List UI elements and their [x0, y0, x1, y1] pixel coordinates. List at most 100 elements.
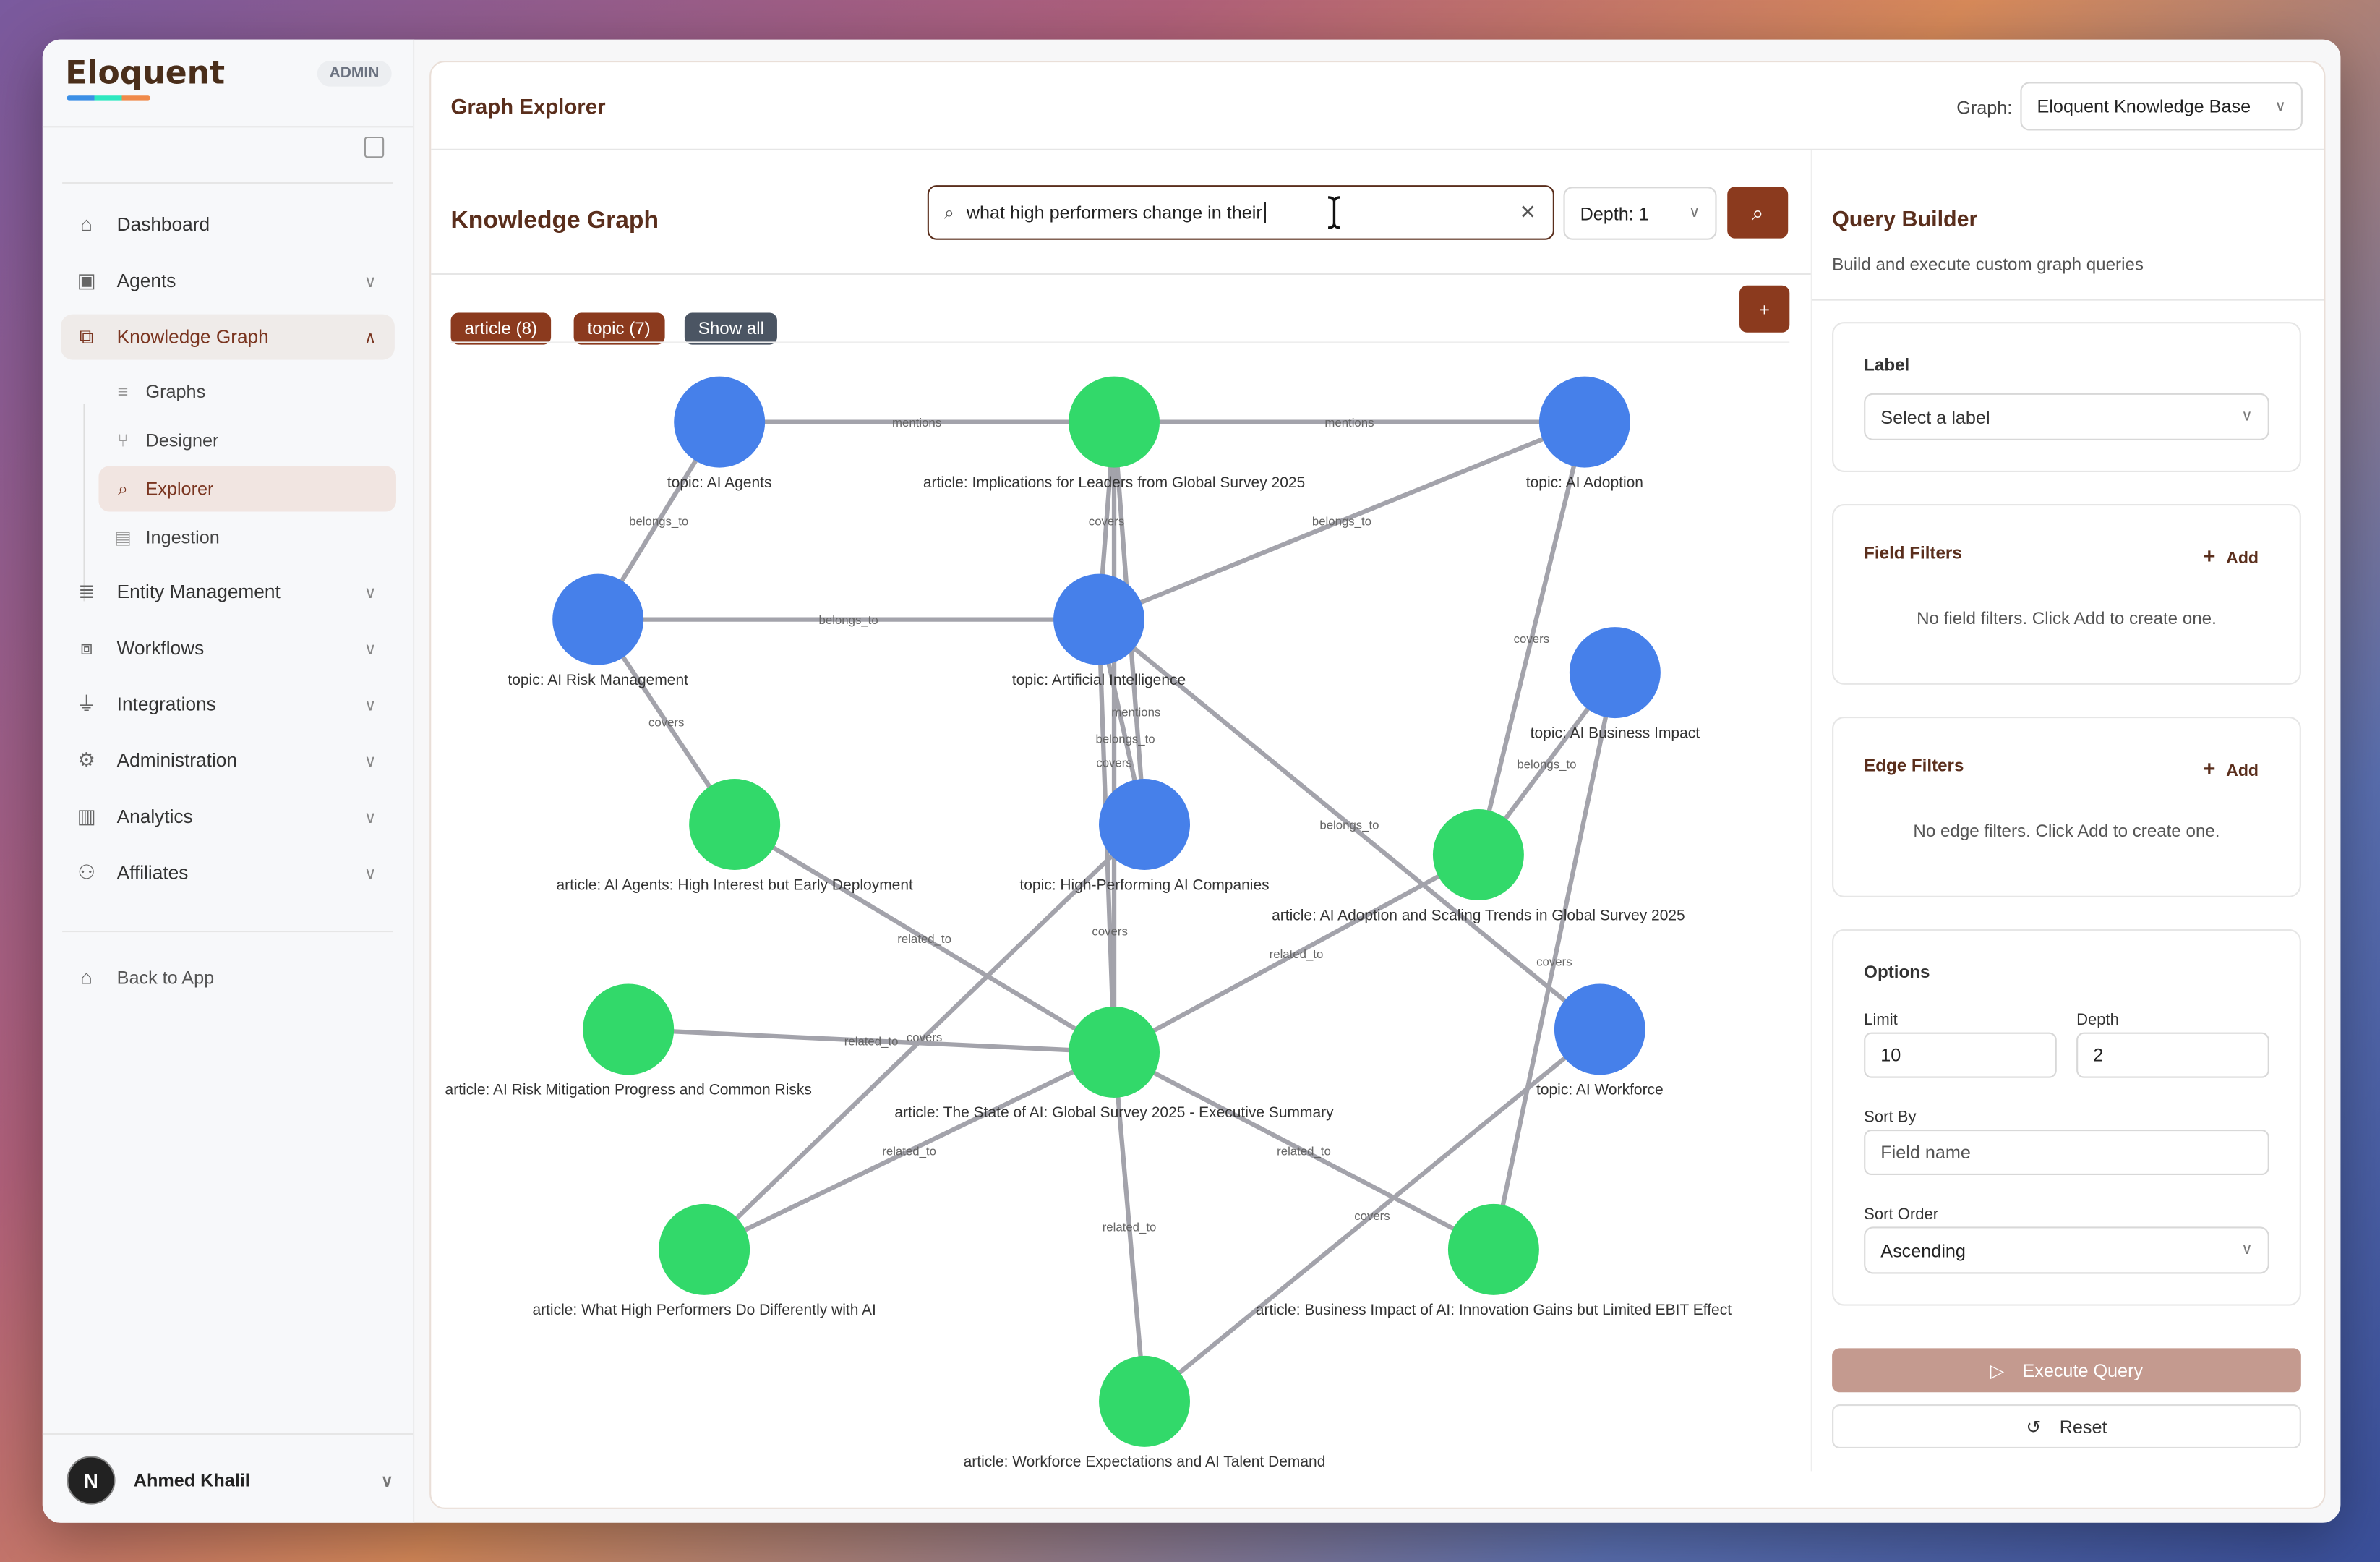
article-node[interactable]	[689, 779, 781, 871]
add-edge-filter-button[interactable]: +Add	[2203, 756, 2259, 781]
edge-label: belongs_to	[629, 514, 688, 528]
node-label: topic: AI Adoption	[1526, 474, 1643, 491]
label-select[interactable]: Select a label∨	[1864, 393, 2269, 440]
admin-badge: ADMIN	[317, 60, 392, 87]
avatar: N	[67, 1456, 116, 1505]
execute-query-button[interactable]: ▷Execute Query	[1832, 1348, 2301, 1393]
edge-filters-empty: No edge filters. Click Add to create one…	[1913, 822, 2220, 842]
chevron-down-icon: ∨	[364, 584, 377, 602]
text-caret	[1263, 202, 1265, 223]
back-to-app-link[interactable]: ⌂Back to App	[61, 955, 395, 1001]
node-label: topic: AI Risk Management	[508, 672, 688, 688]
nav-label: Explorer	[145, 478, 214, 500]
sort-order-label: Sort Order	[1864, 1205, 1939, 1224]
topic-node[interactable]	[1099, 779, 1191, 871]
graph-edge[interactable]	[1113, 1050, 1495, 1252]
article-node[interactable]	[1069, 376, 1160, 468]
logo-bar	[67, 95, 150, 101]
users-icon: ⚇	[77, 861, 95, 884]
topic-node[interactable]	[552, 573, 644, 665]
graph-edge[interactable]	[1491, 672, 1617, 1250]
graph-edge[interactable]	[702, 822, 1147, 1252]
sidebar-item-workflows[interactable]: ⧈Workflows∨	[61, 626, 395, 671]
chevron-down-icon: ∨	[364, 808, 377, 827]
sort-order-select[interactable]: Ascending∨	[1864, 1226, 2269, 1274]
nav-label: Designer	[145, 430, 219, 451]
sidebar-item-entity-management[interactable]: ≣Entity Management∨	[61, 569, 395, 615]
graph-edge[interactable]	[1097, 618, 1601, 1031]
sidebar-item-dashboard[interactable]: ⌂Dashboard	[61, 202, 395, 247]
bot-icon: ▣	[77, 268, 96, 292]
topic-node[interactable]	[674, 376, 766, 468]
options-title: Options	[1864, 964, 1930, 983]
add-field-filter-button[interactable]: +Add	[2203, 544, 2259, 568]
query-builder-subtitle: Build and execute custom graph queries	[1832, 256, 2144, 276]
sidebar-item-affiliates[interactable]: ⚇Affiliates∨	[61, 850, 395, 896]
edge-label: related_to	[844, 1035, 899, 1049]
graph-select[interactable]: Eloquent Knowledge Base∨	[2020, 82, 2303, 131]
sidebar-subitem-graphs[interactable]: ≡Graphs	[98, 369, 396, 414]
sidebar-item-knowledge-graph[interactable]: ⧉Knowledge Graph∧	[60, 314, 395, 360]
search-button[interactable]: ⌕	[1727, 187, 1789, 239]
topic-node[interactable]	[1569, 627, 1661, 719]
graph-edge[interactable]	[733, 822, 1116, 1054]
sidebar-subitem-explorer[interactable]: ⌕Explorer	[98, 466, 396, 512]
divider	[431, 148, 2324, 150]
sidebar-item-integrations[interactable]: ⏚Integrations∨	[61, 682, 395, 727]
search-input[interactable]: ⌕what high performers change in their ✕	[927, 185, 1554, 240]
collapse-sidebar-icon[interactable]	[364, 136, 385, 158]
node-label: article: AI Adoption and Scaling Trends …	[1272, 907, 1685, 923]
article-node[interactable]	[659, 1203, 750, 1295]
node-label: topic: AI Workforce	[1536, 1082, 1664, 1098]
node-label: article: Workforce Expectations and AI T…	[964, 1454, 1326, 1470]
graph-edge[interactable]	[628, 1027, 1115, 1055]
show-all-chip[interactable]: Show all	[684, 312, 778, 345]
article-node[interactable]	[583, 983, 675, 1075]
edge-label: mentions	[1111, 706, 1160, 720]
sidebar-subitem-designer[interactable]: ⑂Designer	[98, 417, 396, 463]
logo: Eloquent	[65, 54, 226, 91]
graph-edge[interactable]	[1111, 1051, 1147, 1402]
sidebar-subitem-ingestion[interactable]: ▤Ingestion	[98, 515, 396, 560]
chevron-down-icon: ∨	[364, 272, 377, 291]
node-label: topic: High-Performing AI Companies	[1019, 876, 1269, 893]
network-icon: ⧉	[79, 325, 94, 348]
file-icon: ▤	[114, 526, 132, 548]
graph-edge[interactable]	[1476, 421, 1587, 855]
filter-chip-topic[interactable]: topic (7)	[573, 312, 664, 345]
limit-label: Limit	[1864, 1011, 1898, 1030]
filter-chip-article[interactable]: article (8)	[450, 312, 551, 345]
sort-by-input[interactable]: Field name	[1864, 1130, 2269, 1176]
article-node[interactable]	[1432, 809, 1524, 901]
topic-node[interactable]	[1053, 573, 1145, 665]
graph-edge[interactable]	[1113, 853, 1480, 1054]
divider	[42, 126, 414, 128]
reset-button[interactable]: ↺Reset	[1832, 1404, 2301, 1448]
article-node[interactable]	[1099, 1355, 1191, 1447]
edge-label: covers	[1514, 632, 1549, 646]
depth-input[interactable]: 2	[2076, 1032, 2269, 1078]
graph-edge[interactable]	[703, 1050, 1116, 1252]
article-node[interactable]	[1069, 1006, 1160, 1098]
edge-label: covers	[648, 716, 684, 730]
edge-label: covers	[1092, 925, 1127, 939]
divider	[42, 1433, 414, 1435]
graph-edge[interactable]	[1097, 419, 1586, 622]
options-card: Options Limit 10 Depth 2 Sort By Field n…	[1832, 929, 2301, 1306]
clear-icon[interactable]: ✕	[1519, 200, 1536, 223]
sidebar-item-agents[interactable]: ▣Agents∨	[61, 258, 395, 304]
topic-node[interactable]	[1554, 983, 1645, 1075]
topic-node[interactable]	[1538, 376, 1630, 468]
add-node-button[interactable]: +	[1739, 285, 1790, 333]
sidebar-item-administration[interactable]: ⚙Administration∨	[61, 738, 395, 783]
depth-select[interactable]: Depth: 1∨	[1563, 187, 1717, 240]
limit-input[interactable]: 10	[1864, 1032, 2057, 1078]
sidebar-item-analytics[interactable]: ▥Analytics∨	[61, 794, 395, 840]
node-label: article: AI Risk Mitigation Progress and…	[445, 1082, 812, 1098]
edge-filters-title: Edge Filters	[1864, 757, 1964, 776]
graph-edge[interactable]	[1143, 1028, 1601, 1404]
article-node[interactable]	[1447, 1203, 1539, 1295]
chevron-down-icon: ∨	[2241, 408, 2253, 425]
